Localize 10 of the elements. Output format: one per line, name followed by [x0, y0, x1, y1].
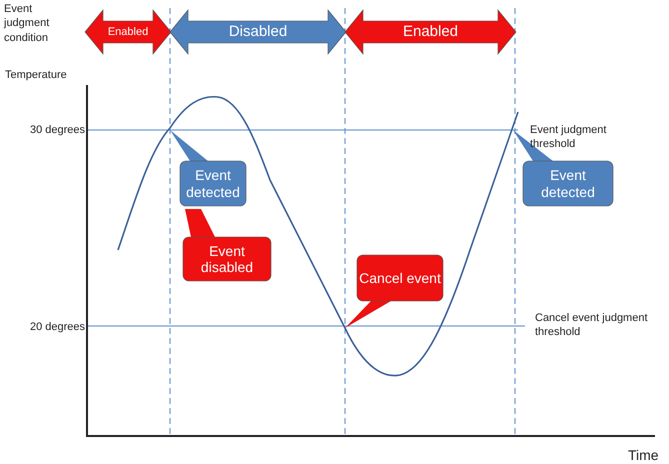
double-arrow-band: Disabled: [170, 10, 346, 54]
double-arrow-band: Enabled: [345, 10, 516, 54]
axis-label: Time: [628, 446, 660, 464]
axis-label: Event judgment threshold: [530, 123, 608, 152]
axis-label: Temperature: [5, 68, 68, 82]
axis-label: 20 degrees: [30, 320, 86, 334]
axis-label: Cancel event judgment threshold: [535, 311, 649, 340]
double-arrow-band: Enabled: [85, 10, 171, 54]
axis-label: 30 degrees: [30, 123, 86, 138]
axis-label: Event judgment condition: [4, 2, 50, 45]
